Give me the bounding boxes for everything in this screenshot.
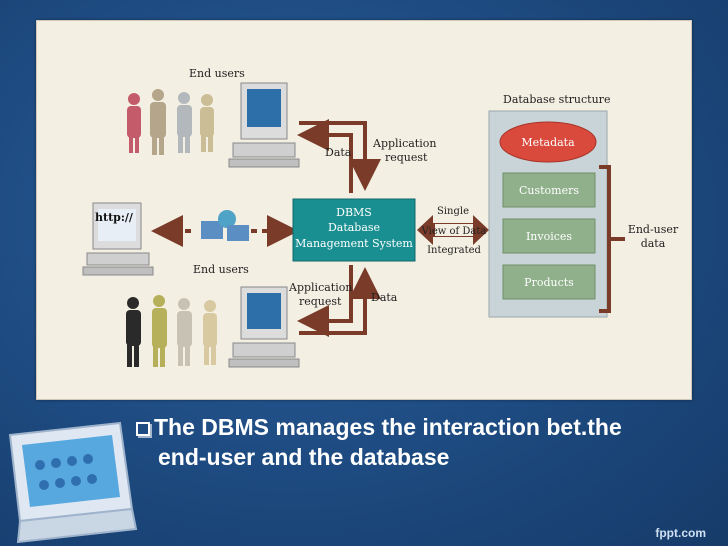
db-structure-title: Database structure [503,93,610,106]
metadata-label: Metadata [521,136,575,149]
dbms-box: DBMS Database Management System [292,198,416,262]
end-users-top-group: End users [127,67,245,155]
top-arrows [297,119,381,193]
end-user-data-label-1: End-user [628,223,679,236]
single-view-label-3: Integrated [427,245,481,256]
decorative-computer-icon [8,421,138,544]
end-users-mid-label: End users [193,263,249,276]
network-globe-icon [201,210,249,241]
computer-bottom-icon [228,286,300,368]
app-request-top-label-2: request [385,151,428,164]
products-label: Products [524,276,574,289]
people-bottom-icon [126,295,217,367]
single-view-label-2: View of Data [421,226,487,237]
computer-web-icon [82,202,154,276]
dbms-line1: DBMS [336,206,372,219]
checkbox-bullet-icon [136,422,150,436]
http-label: http:// [95,211,134,224]
bullet-line-1: The DBMS manages the interaction bet.the [136,412,728,442]
data-top-label: Data [325,146,352,159]
dbms-line2: Database [328,221,380,234]
app-request-bottom-label-2: request [299,295,342,308]
dbms-diagram-figure: End users Data Application request [36,20,692,400]
single-view-label-1: Single [437,206,469,217]
app-request-bottom-label-1: Application [288,281,352,294]
db-structure-panel: Metadata Customers Invoices Products [488,110,608,318]
bullet-line-2: end-user and the database [158,444,450,470]
end-user-data-label-2: data [641,237,666,250]
bullet-text-block: The DBMS manages the interaction bet.the… [136,412,728,472]
single-view-arrow [417,215,489,245]
computer-top-icon [228,82,300,168]
end-users-top-label: End users [189,67,245,80]
app-request-top-label-1: Application [372,137,436,150]
people-top-icon [127,89,214,155]
customers-label: Customers [519,184,579,197]
bullet-line-1-text: The DBMS manages the interaction bet.the [154,414,622,440]
bottom-arrows [297,265,381,337]
invoices-label: Invoices [526,230,572,243]
dbms-line3: Management System [295,237,413,250]
watermark: fppt.com [655,526,706,540]
data-bottom-label: Data [371,291,398,304]
